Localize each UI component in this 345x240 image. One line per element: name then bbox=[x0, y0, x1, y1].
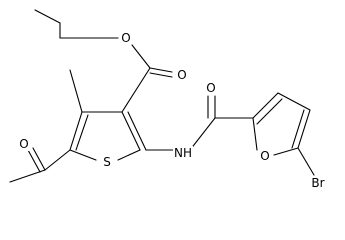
furan-bond-c4-c5-a bbox=[297, 109, 311, 149]
furan-bond-c2-c3-a bbox=[252, 92, 279, 119]
acetyl-carbonyl-bond-2 bbox=[27, 149, 41, 173]
ester-carbonyl-bond-1 bbox=[149, 67, 173, 73]
acetyl-bond bbox=[44, 149, 71, 171]
ring-bond-c4-c5-a bbox=[69, 111, 83, 151]
furan-bond-c4-c5-b bbox=[291, 109, 305, 149]
acetyl-oxygen: O bbox=[18, 137, 30, 151]
ester-alkoxy-oxygen: O bbox=[120, 31, 132, 45]
ring-bond-c4-c5-b bbox=[75, 114, 89, 151]
ring-bond-c3-c2-b bbox=[127, 111, 147, 151]
bond-lines bbox=[9, 9, 315, 183]
ring-bond-c3-c2-a bbox=[121, 111, 141, 151]
c-br-bond bbox=[297, 147, 315, 176]
furan-bond-o-c2 bbox=[252, 117, 258, 151]
furan-oxygen: O bbox=[259, 149, 271, 163]
furan-bond-c5-o bbox=[273, 147, 299, 156]
bromine-atom: Br bbox=[310, 176, 326, 190]
ester-ring-bond bbox=[121, 67, 151, 113]
furan-bond-c3-c4 bbox=[277, 92, 311, 111]
methyl-bond bbox=[69, 69, 83, 113]
ring-bond-s-c5 bbox=[69, 149, 97, 161]
amide-oxygen: O bbox=[205, 81, 217, 95]
ester-o-carbon-bond bbox=[131, 44, 151, 69]
ester-carbonyl-oxygen: O bbox=[176, 68, 188, 82]
ethyl-ch3-bond bbox=[34, 9, 61, 24]
acetyl-carbonyl-bond-1 bbox=[32, 147, 46, 171]
acetyl-ch3-bond bbox=[9, 169, 46, 183]
ester-carbonyl-bond-2 bbox=[149, 72, 173, 78]
thiophene-sulfur: S bbox=[102, 155, 112, 169]
nh-carbonyl-bond bbox=[189, 117, 216, 151]
ring-bond-c2-s bbox=[117, 149, 141, 161]
furan-bond-c2-c3-b bbox=[256, 98, 283, 125]
amide-nitrogen: NH bbox=[173, 146, 193, 160]
structure-canvas: O O O S NH O O Br bbox=[9, 9, 326, 190]
